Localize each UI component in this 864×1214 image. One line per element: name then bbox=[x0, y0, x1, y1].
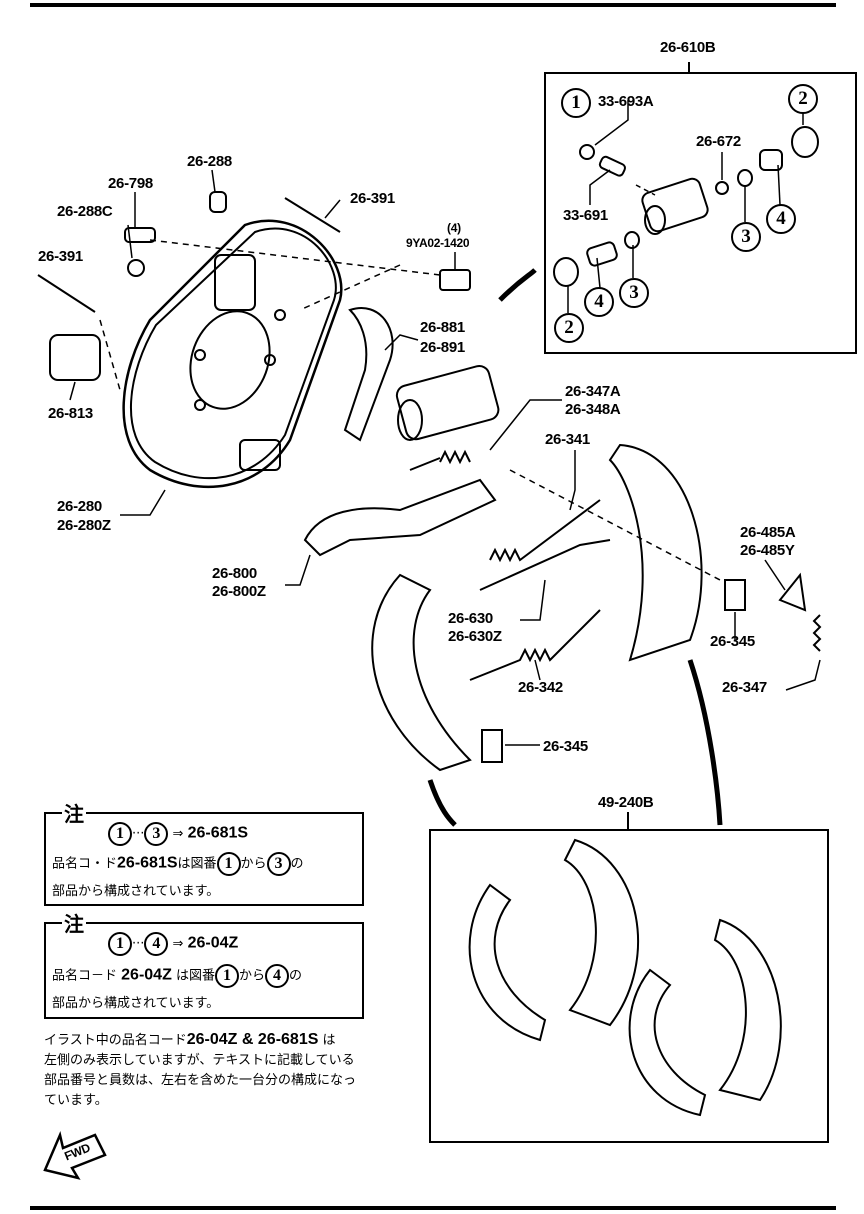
part-33-691-label: 33-691 bbox=[563, 207, 608, 224]
note-mark: 注 bbox=[62, 798, 86, 827]
part-26-341-label: 26-341 bbox=[545, 431, 590, 448]
brake-shoes-drawing bbox=[371, 443, 782, 1117]
part-26-288c-label: 26-288C bbox=[57, 203, 113, 220]
callout-1: 1 bbox=[561, 88, 591, 118]
note-line2: 部品から構成されています。 bbox=[52, 996, 220, 1011]
part-26-345-label: 26-345 bbox=[710, 633, 755, 650]
part-26-881-label: 26-881 bbox=[420, 319, 465, 336]
callout-2: 2 bbox=[554, 313, 584, 343]
part-26-485a-label: 26-485A bbox=[740, 524, 796, 541]
part-26-813-label: 26-813 bbox=[48, 405, 93, 422]
callout-1: 1 bbox=[216, 852, 241, 876]
springs-and-levers-drawing bbox=[303, 449, 822, 763]
callout-3: 3 bbox=[144, 822, 169, 846]
part-26-280z-label: 26-280Z bbox=[57, 517, 111, 534]
text: は図番 bbox=[176, 968, 216, 984]
callout-1: 1 bbox=[108, 932, 132, 956]
text: の bbox=[290, 856, 304, 872]
callout-3: 3 bbox=[731, 222, 761, 252]
shoe-set-kit-box bbox=[429, 829, 829, 1143]
footnote-line1: イラスト中の品名コード26-04Z & 26-681S は bbox=[44, 1030, 356, 1051]
part-26-280-label: 26-280 bbox=[57, 498, 102, 515]
text: は図番 bbox=[177, 856, 217, 872]
part-26-485y-label: 26-485Y bbox=[740, 542, 795, 559]
part-26-348a-label: 26-348A bbox=[565, 401, 621, 418]
dots: ··· bbox=[132, 826, 145, 842]
callout-4: 4 bbox=[766, 204, 796, 234]
callout-3: 3 bbox=[266, 852, 291, 876]
code: 26-04Z bbox=[187, 934, 239, 952]
kit-26-610b-label: 26-610B bbox=[660, 39, 716, 56]
text: 品名コ・ド bbox=[52, 856, 118, 872]
text: から bbox=[239, 968, 266, 984]
leader-lines bbox=[69, 100, 821, 746]
text: イラスト中の品名コード bbox=[44, 1033, 187, 1048]
dashed-guides bbox=[99, 239, 721, 581]
footnote: イラスト中の品名コード26-04Z & 26-681S は 左側のみ表示していま… bbox=[44, 1030, 356, 1111]
part-9ya02-1420-label: 9YA02-1420 bbox=[406, 236, 470, 250]
callout-2: 2 bbox=[788, 84, 818, 114]
part-26-345-lower-label: 26-345 bbox=[543, 738, 588, 755]
part-26-342-label: 26-342 bbox=[518, 679, 563, 696]
footnote-line4: ています。 bbox=[44, 1093, 108, 1108]
text: から bbox=[240, 856, 267, 872]
text: の bbox=[289, 968, 303, 984]
part-26-391-label: 26-391 bbox=[350, 190, 395, 207]
callout-1: 1 bbox=[108, 822, 132, 846]
note-line2: 部品から構成されています。 bbox=[52, 884, 220, 899]
arrow: ⇒ bbox=[172, 826, 184, 842]
backing-plate-drawing bbox=[122, 219, 343, 489]
callout-4: 4 bbox=[265, 964, 290, 988]
text: は bbox=[322, 1033, 336, 1048]
code: 26-04Z & 26-681S bbox=[186, 1031, 319, 1048]
arrow: ⇒ bbox=[172, 936, 184, 952]
code: 26-681S bbox=[187, 824, 249, 842]
part-26-798-label: 26-798 bbox=[108, 175, 153, 192]
part-26-347a-label: 26-347A bbox=[565, 383, 621, 400]
callout-1: 1 bbox=[215, 964, 240, 988]
wheel-cylinder-drawing bbox=[395, 268, 537, 441]
part-26-630-label: 26-630 bbox=[448, 610, 493, 627]
part-26-672-label: 26-672 bbox=[696, 133, 741, 150]
callout-3: 3 bbox=[619, 278, 649, 308]
kit-parts-drawing bbox=[553, 126, 819, 287]
callout-4: 4 bbox=[144, 932, 169, 956]
footnote-line2: 左側のみ表示していますが、テキストに記載している bbox=[44, 1053, 355, 1068]
part-26-630z-label: 26-630Z bbox=[448, 628, 502, 645]
code: 26-681S bbox=[117, 854, 178, 872]
bolt-quantity: (4) bbox=[447, 221, 461, 235]
part-26-800-label: 26-800 bbox=[212, 565, 257, 582]
text: 品名コ－ド bbox=[52, 968, 118, 984]
part-26-347-label: 26-347 bbox=[722, 679, 767, 696]
note-formula: 1···3 ⇒ 26-681S bbox=[108, 822, 248, 846]
footnote-line3: 部品番号と員数は、左右を含めた一台分の構成になっ bbox=[44, 1073, 357, 1088]
kit-49-240b-label: 49-240B bbox=[598, 794, 654, 811]
note-formula: 1···4 ⇒ 26-04Z bbox=[108, 932, 238, 956]
part-26-391-left-label: 26-391 bbox=[38, 248, 83, 265]
callout-4: 4 bbox=[584, 287, 614, 317]
dots: ··· bbox=[132, 936, 145, 952]
wheel-cylinder-kit-box bbox=[544, 72, 857, 354]
part-26-288-label: 26-288 bbox=[187, 153, 232, 170]
part-26-800z-label: 26-800Z bbox=[212, 583, 266, 600]
fwd-arrow-icon bbox=[43, 1130, 107, 1180]
note-mark: 注 bbox=[62, 908, 86, 937]
part-33-693a-label: 33-693A bbox=[598, 93, 654, 110]
part-26-891-label: 26-891 bbox=[420, 339, 465, 356]
code: 26-04Z bbox=[121, 966, 172, 984]
